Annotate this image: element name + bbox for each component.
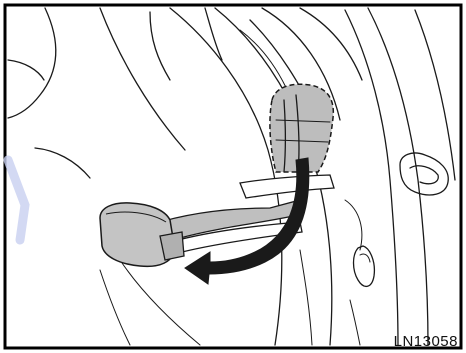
figure-caption: LN13058: [394, 333, 458, 350]
seat-contour-lines: [8, 8, 222, 345]
figure-frame: [5, 5, 461, 348]
clip-holder-icon: [100, 203, 184, 266]
watermark-stroke: [8, 160, 25, 240]
door-lock-knob: [354, 246, 375, 286]
door-latch-striker-icon: [400, 153, 448, 195]
